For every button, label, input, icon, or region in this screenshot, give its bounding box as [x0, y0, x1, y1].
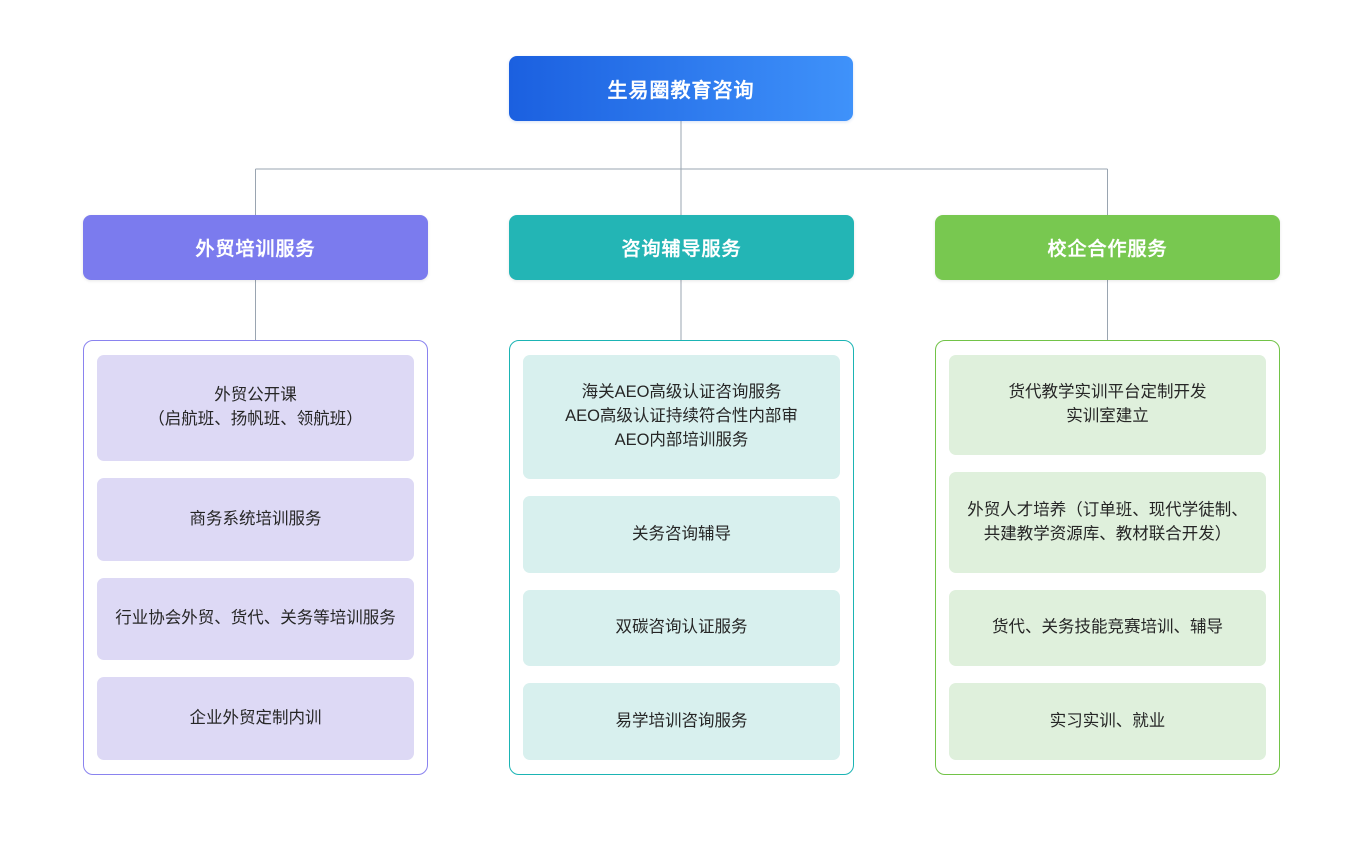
service-card-label: 海关AEO高级认证咨询服务 AEO高级认证持续符合性内部审 AEO内部培训服务 — [565, 383, 798, 450]
service-card-label: 行业协会外贸、货代、关务等培训服务 — [115, 609, 396, 628]
service-card[interactable]: 实习实训、就业 — [949, 683, 1266, 761]
service-card[interactable]: 行业协会外贸、货代、关务等培训服务 — [97, 577, 414, 661]
branch-body-foreign-trade-training: 外贸公开课 （启航班、扬帆班、领航班） 商务系统培训服务 行业协会外贸、货代、关… — [83, 340, 428, 775]
service-card[interactable]: 商务系统培训服务 — [97, 478, 414, 561]
service-card-label: 外贸人才培养（订单班、现代学徒制、共建教学资源库、教材联合开发） — [967, 500, 1248, 543]
branch-header-label: 咨询辅导服务 — [621, 239, 742, 260]
branch-header-label: 校企合作服务 — [1047, 239, 1168, 260]
service-card[interactable]: 关务咨询辅导 — [523, 496, 840, 573]
service-card[interactable]: 双碳咨询认证服务 — [523, 589, 840, 667]
service-card[interactable]: 海关AEO高级认证咨询服务 AEO高级认证持续符合性内部审 AEO内部培训服务 — [523, 355, 840, 480]
service-card-label: 双碳咨询认证服务 — [615, 618, 748, 637]
service-card-label: 商务系统培训服务 — [189, 509, 322, 528]
service-card[interactable]: 外贸公开课 （启航班、扬帆班、领航班） — [97, 355, 414, 462]
service-card-label: 实习实训、就业 — [1049, 711, 1166, 730]
service-card-label: 企业外贸定制内训 — [189, 708, 322, 727]
service-card-label: 关务咨询辅导 — [632, 524, 731, 543]
service-card-label: 外贸公开课 （启航班、扬帆班、领航班） — [148, 386, 363, 429]
branch-column-foreign-trade-training: 外贸培训服务 外贸公开课 （启航班、扬帆班、领航班） 商务系统培训服务 行业协会… — [83, 215, 428, 775]
service-card[interactable]: 货代教学实训平台定制开发 实训室建立 — [949, 355, 1266, 456]
root-node[interactable]: 生易圈教育咨询 — [509, 56, 853, 121]
service-card[interactable]: 外贸人才培养（订单班、现代学徒制、共建教学资源库、教材联合开发） — [949, 472, 1266, 573]
branch-header-foreign-trade-training[interactable]: 外贸培训服务 — [83, 215, 428, 280]
service-card[interactable]: 易学培训咨询服务 — [523, 683, 840, 761]
service-card[interactable]: 企业外贸定制内训 — [97, 677, 414, 760]
service-card-label: 易学培训咨询服务 — [615, 711, 748, 730]
root-node-label: 生易圈教育咨询 — [607, 80, 755, 102]
branch-header-school-enterprise-cooperation[interactable]: 校企合作服务 — [935, 215, 1280, 280]
service-card[interactable]: 货代、关务技能竞赛培训、辅导 — [949, 589, 1266, 667]
branch-column-school-enterprise-cooperation: 校企合作服务 货代教学实训平台定制开发 实训室建立 外贸人才培养（订单班、现代学… — [935, 215, 1280, 775]
service-card-label: 货代教学实训平台定制开发 实训室建立 — [1008, 383, 1207, 426]
branch-header-label: 外贸培训服务 — [195, 239, 316, 260]
branch-body-consulting-tutoring: 海关AEO高级认证咨询服务 AEO高级认证持续符合性内部审 AEO内部培训服务 … — [509, 340, 854, 775]
branch-column-consulting-tutoring: 咨询辅导服务 海关AEO高级认证咨询服务 AEO高级认证持续符合性内部审 AEO… — [509, 215, 854, 775]
branch-header-consulting-tutoring[interactable]: 咨询辅导服务 — [509, 215, 854, 280]
branch-body-school-enterprise-cooperation: 货代教学实训平台定制开发 实训室建立 外贸人才培养（订单班、现代学徒制、共建教学… — [935, 340, 1280, 775]
service-card-label: 货代、关务技能竞赛培训、辅导 — [992, 618, 1223, 637]
